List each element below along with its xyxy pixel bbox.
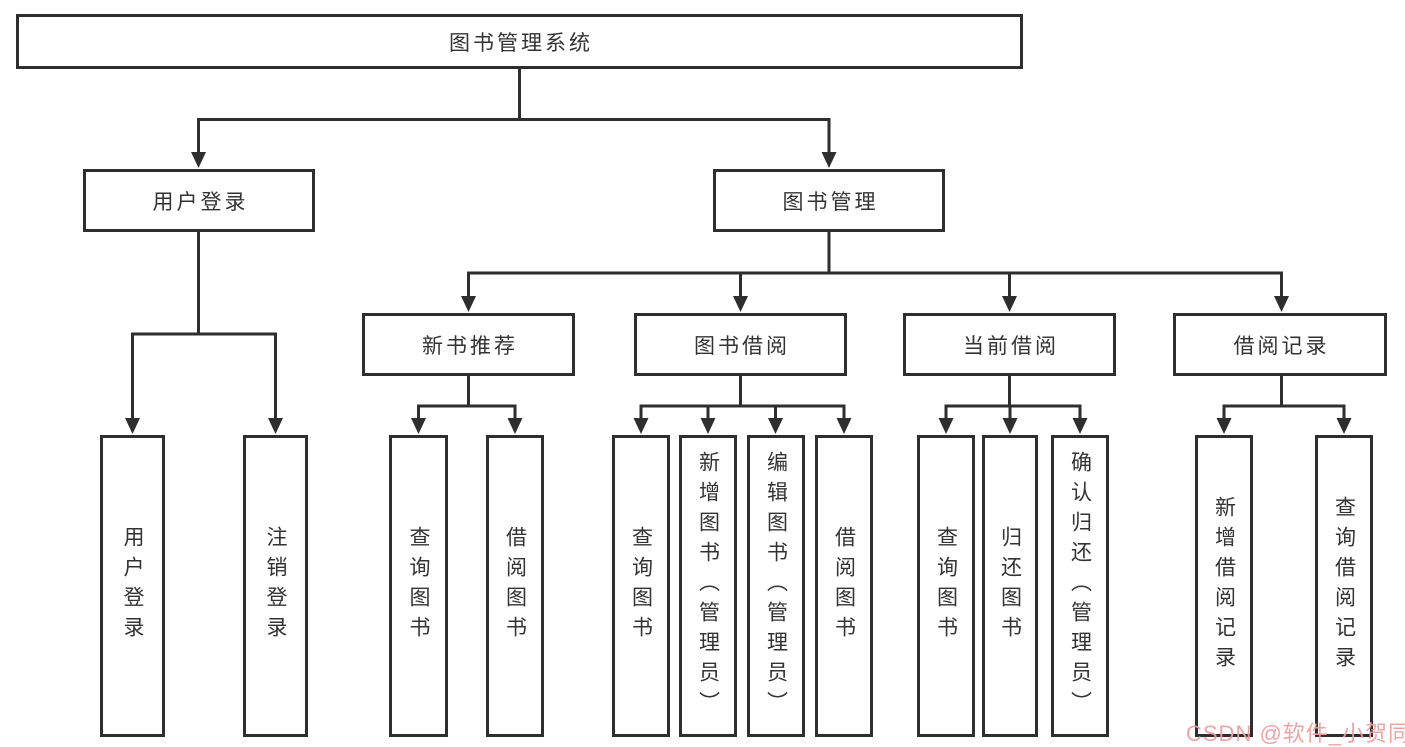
leaf-label: 用户登录 xyxy=(121,526,144,646)
leaf-borrow-query-books: 查询图书 xyxy=(612,435,670,737)
node-label: 图书借阅 xyxy=(694,334,790,358)
leaf-borrow-add-books-admin: 新增图书（管理员） xyxy=(679,435,737,737)
leaf-label: 查询图书 xyxy=(934,526,958,646)
leaf-borrow-edit-books-admin: 编辑图书（管理员） xyxy=(747,435,805,737)
leaf-records-add-record: 新增借阅记录 xyxy=(1195,435,1253,737)
node-new-book-recommend: 新书推荐 xyxy=(362,313,575,376)
node-book-borrow: 图书借阅 xyxy=(634,313,847,376)
leaf-label: 借阅图书 xyxy=(503,526,527,646)
leaf-label: 注销登录 xyxy=(264,526,287,646)
leaf-user-login: 用户登录 xyxy=(100,435,165,737)
node-current-borrow: 当前借阅 xyxy=(903,313,1116,376)
leaf-label: 查询图书 xyxy=(629,526,653,646)
leaf-label: 确认归还（管理员） xyxy=(1068,451,1092,721)
leaf-current-query-books: 查询图书 xyxy=(917,435,975,737)
leaf-newbook-borrow-books: 借阅图书 xyxy=(486,435,544,737)
leaf-current-confirm-return-admin: 确认归还（管理员） xyxy=(1051,435,1109,737)
node-label: 图书管理 xyxy=(782,190,879,214)
leaf-logout: 注销登录 xyxy=(243,435,308,737)
node-label: 借阅记录 xyxy=(1233,334,1330,358)
leaf-borrow-borrow-books: 借阅图书 xyxy=(815,435,873,737)
leaf-label: 借阅图书 xyxy=(832,526,856,646)
node-label: 当前借阅 xyxy=(963,334,1059,358)
node-book-management: 图书管理 xyxy=(713,169,945,232)
node-borrow-records: 借阅记录 xyxy=(1173,313,1387,376)
leaf-label: 新增图书（管理员） xyxy=(696,451,720,721)
node-label: 图书管理系统 xyxy=(449,31,593,55)
leaf-label: 查询借阅记录 xyxy=(1332,496,1356,676)
node-library-management-system: 图书管理系统 xyxy=(16,14,1023,69)
leaf-newbook-query-books: 查询图书 xyxy=(389,435,448,737)
node-label: 用户登录 xyxy=(152,190,249,214)
leaf-label: 归还图书 xyxy=(998,526,1022,646)
csdn-watermark: CSDN @软件_小贺同学 xyxy=(1186,721,1405,746)
leaf-label: 编辑图书（管理员） xyxy=(764,451,788,721)
leaf-current-return-books: 归还图书 xyxy=(982,435,1038,737)
node-user-login: 用户登录 xyxy=(83,169,315,232)
leaf-label: 查询图书 xyxy=(407,526,430,646)
node-label: 新书推荐 xyxy=(422,334,518,358)
leaf-label: 新增借阅记录 xyxy=(1212,496,1236,676)
leaf-records-query-record: 查询借阅记录 xyxy=(1315,435,1373,737)
